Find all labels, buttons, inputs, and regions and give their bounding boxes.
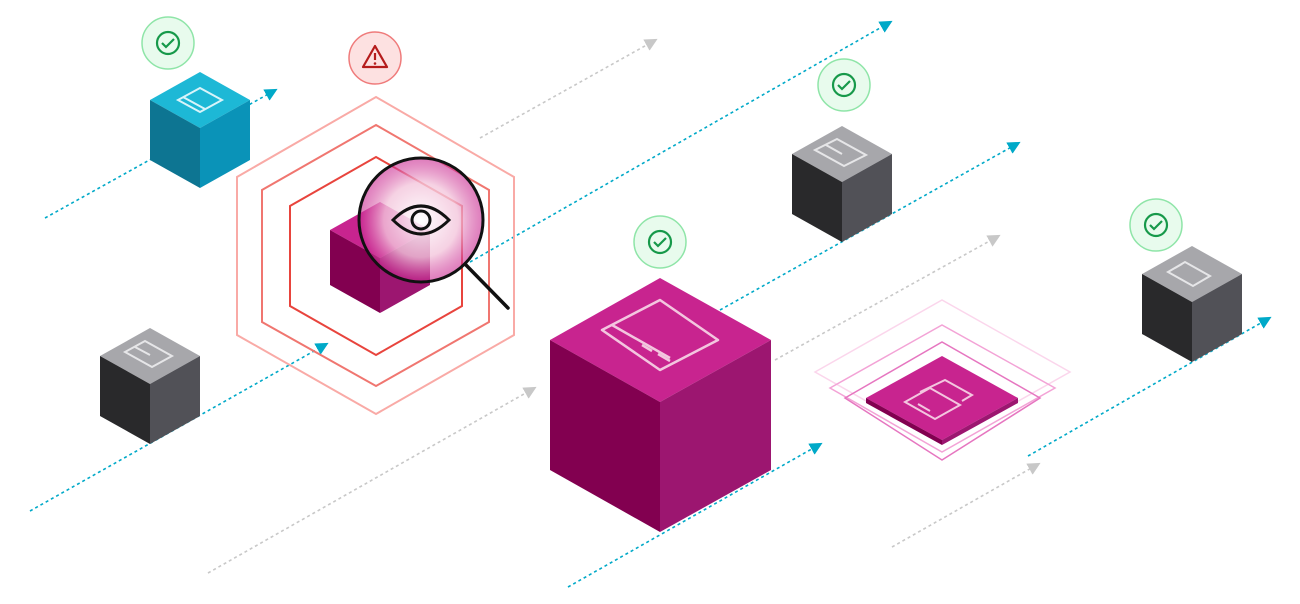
flow-line-teal [469,20,893,263]
warning-triangle-icon [361,44,389,69]
card-stack-platform [813,299,1072,461]
check-circle-icon [1143,212,1169,238]
magnifier-icon [357,156,510,310]
check-badge [1129,198,1183,252]
check-circle-icon [647,229,673,255]
hexagon-outer [236,95,515,416]
eye-icon [390,204,452,236]
warning-badge [348,31,402,85]
cards-stack-icon [902,378,974,421]
truck-icon [1165,260,1213,288]
check-badge [817,58,871,112]
check-circle-icon [155,30,181,56]
credit-card-icon [600,298,720,372]
car-icon [122,339,175,369]
flow-line-gray [479,38,658,139]
teal-card-cube [150,72,250,188]
gray-car-cube [100,328,200,444]
gray-car-cube [792,126,892,242]
flow-line-gray [207,386,537,574]
flow-line-gray [774,234,1001,361]
hexagon-middle [261,123,490,388]
check-circle-icon [831,72,857,98]
check-badge [633,215,687,269]
credit-card-icon [175,86,225,114]
check-badge [141,16,195,70]
magenta-card-cube [550,278,771,532]
gray-truck-cube [1142,246,1242,362]
flow-line-gray [891,462,1041,548]
car-icon [812,137,869,168]
